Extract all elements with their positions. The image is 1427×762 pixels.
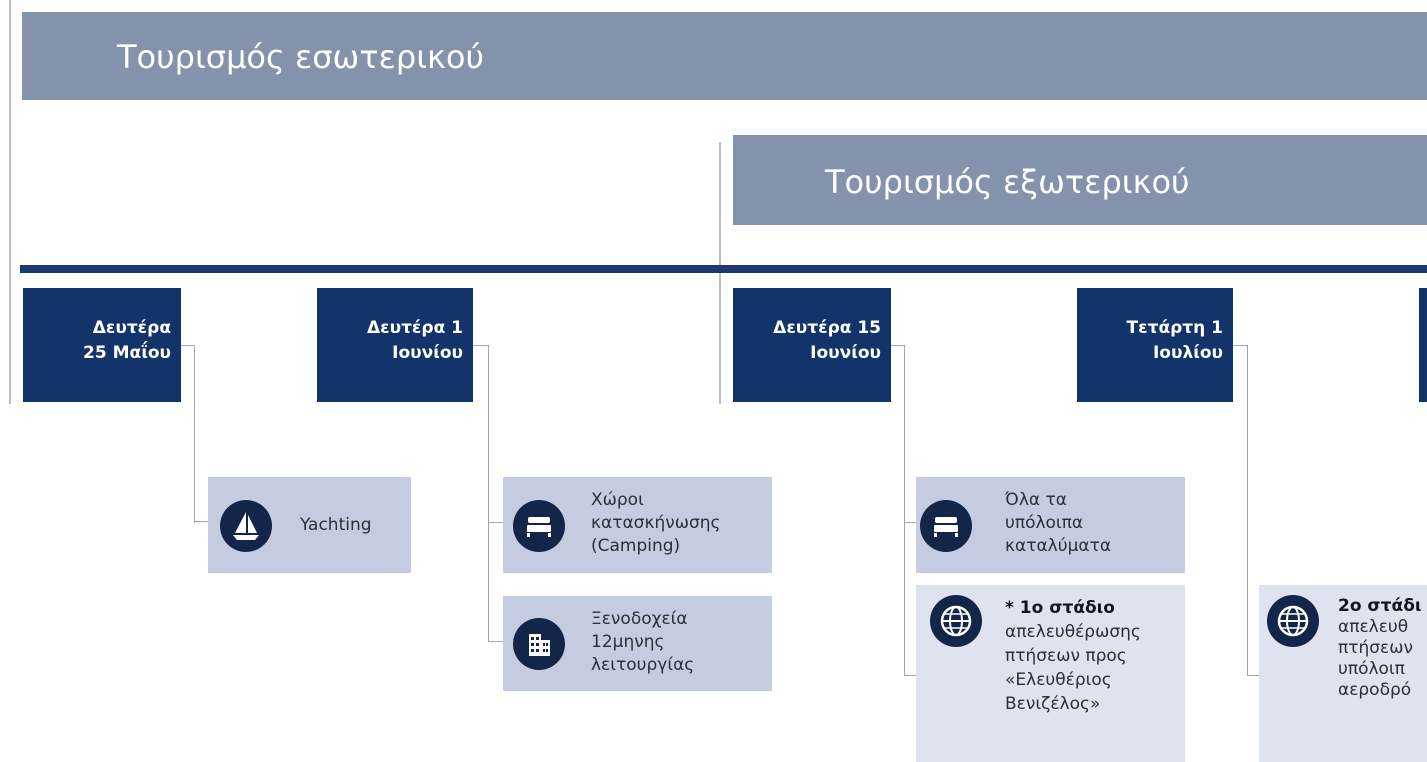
left-divider [9,0,11,404]
connector-june-1-branch-b [488,641,503,643]
date-line-2: Ιουνίου [392,343,463,363]
date-line-2: 25 Μαΐου [83,343,171,363]
connector-june-15 [891,345,905,346]
foreign-tourism-banner: Τουρισμός εξωτερικού [733,135,1427,225]
accommodation-line-2: υπόλοιπα [1005,513,1084,533]
connector-june-1 [473,345,489,346]
date-box-june-1: Δευτέρα 1 Ιουνίου [317,288,473,402]
connector-june-1-branch-a [488,522,503,524]
flights-stage-1-line-2: απελευθέρωσης [1005,622,1141,642]
hotels-line-3: λειτουργίας [591,655,695,675]
sailboat-icon [220,500,272,552]
hotels-line-2: 12μηνης [591,632,665,652]
date-line-1: Δευτέρα 15 [773,318,881,338]
flights-stage-2-card: 2ο στάδι απελευθ πτήσεων υπόλοιπ αεροδρό [1259,585,1427,762]
date-line-2: Ιουνίου [810,343,881,363]
globe-icon [930,595,982,647]
connector-june-1-vertical [488,345,490,642]
date-box-partial [1419,288,1427,402]
accommodation-label: Όλα τα υπόλοιπα καταλύματα [1005,489,1111,558]
building-icon [513,618,565,670]
connector-july-1-vertical [1247,345,1249,676]
bed-icon [920,500,972,552]
connector-june-15-branch-a [904,522,916,524]
flights-stage-2-line-4: υπόλοιπ [1338,659,1405,679]
timeline-bar [20,265,1427,273]
middle-divider [719,142,721,404]
flights-stage-2-line-3: πτήσεων [1338,638,1413,658]
hotels-card: Ξενοδοχεία 12μηνης λειτουργίας [503,596,772,691]
connector-may-25 [181,345,195,523]
flights-stage-1-line-4: «Ελευθέριος [1005,670,1112,690]
camping-line-1: Χώροι [591,490,644,510]
domestic-tourism-title: Τουρισμός εσωτερικού [117,38,484,76]
date-line-2: Ιουλίου [1152,343,1223,363]
date-box-july-1: Τετάρτη 1 Ιουλίου [1077,288,1233,402]
date-box-may-25: Δευτέρα 25 Μαΐου [23,288,181,402]
hotels-line-1: Ξενοδοχεία [591,609,688,629]
connector-july-1 [1233,345,1248,346]
globe-icon [1267,595,1319,647]
bed-icon [513,500,565,552]
camping-line-3: (Camping) [591,536,681,556]
connector-july-1-branch [1247,675,1259,677]
flights-stage-2-line-5: αεροδρό [1338,680,1412,700]
hotels-label: Ξενοδοχεία 12μηνης λειτουργίας [591,608,694,677]
yachting-card: Yachting [208,477,411,573]
camping-label: Χώροι κατασκήνωσης (Camping) [591,489,721,558]
flights-stage-1-title: * 1ο στάδιο [1005,598,1115,618]
flights-stage-2-line-2: απελευθ [1338,617,1409,637]
accommodation-line-1: Όλα τα [1005,490,1067,510]
date-line-1: Τετάρτη 1 [1126,318,1223,338]
date-line-1: Δευτέρα [92,318,171,338]
date-line-1: Δευτέρα 1 [366,318,463,338]
flights-stage-1-card: * 1ο στάδιο απελευθέρωσης πτήσεων προς «… [916,585,1185,762]
connector-june-15-vertical [904,345,906,676]
flights-stage-2-text: 2ο στάδι απελευθ πτήσεων υπόλοιπ αεροδρό [1338,596,1422,701]
domestic-tourism-banner: Τουρισμός εσωτερικού [22,12,1427,100]
flights-stage-2-title: 2ο στάδι [1338,596,1422,616]
flights-stage-1-line-3: πτήσεων προς [1005,646,1127,666]
accommodation-card: Όλα τα υπόλοιπα καταλύματα [916,477,1185,573]
date-box-june-15: Δευτέρα 15 Ιουνίου [733,288,891,402]
camping-line-2: κατασκήνωσης [591,513,721,533]
yachting-label: Yachting [300,515,372,535]
foreign-tourism-title: Τουρισμός εξωτερικού [825,163,1190,201]
camping-card: Χώροι κατασκήνωσης (Camping) [503,477,772,573]
connector-june-15-branch-b [904,675,916,677]
accommodation-line-3: καταλύματα [1005,536,1112,556]
connector-may-25-end [194,521,208,523]
flights-stage-1-line-5: Βενιζέλος» [1005,694,1101,714]
flights-stage-1-text: * 1ο στάδιο απελευθέρωσης πτήσεων προς «… [1005,596,1141,716]
